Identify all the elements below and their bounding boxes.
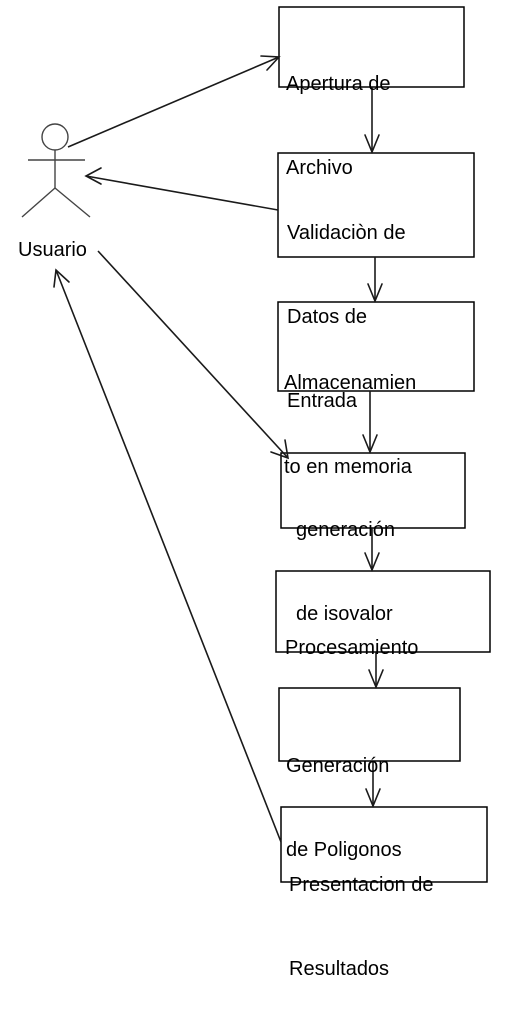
box-almacenamiento — [277, 301, 475, 392]
actor-left-leg — [21, 187, 56, 218]
box-validacion — [277, 152, 475, 258]
box-resultados — [280, 806, 488, 883]
arrow-validacion-to-almacenamiento — [367, 257, 383, 304]
box-poligonos-line-1: Generación — [286, 755, 390, 777]
box-resultados-label: Presentacion de Resultados — [289, 815, 434, 1011]
actor-label: Usuario — [18, 239, 87, 261]
box-validacion-label: Validaciòn de Datos de Entrada — [287, 163, 406, 443]
arrow-almacenamiento-to-isovalor — [362, 391, 378, 455]
box-procesamiento — [275, 570, 491, 653]
box-validacion-line-1: Validaciòn de — [287, 222, 406, 244]
arrow-apertura-to-validacion — [364, 87, 380, 155]
actor-right-leg — [54, 187, 91, 218]
arrow-isovalor-to-procesamiento — [364, 528, 380, 573]
box-almacenamiento-line-1: Almacenamien — [284, 372, 417, 394]
arrow-actor-to-isovalor — [97, 250, 290, 460]
box-almacenamiento-label: Almacenamien to en memoria — [284, 313, 416, 509]
box-validacion-line-2: Datos de — [287, 306, 368, 328]
box-resultados-line-2: Resultados — [289, 958, 390, 980]
arrow-poligonos-to-resultados — [365, 761, 381, 809]
actor-head — [41, 123, 69, 151]
arrow-validacion-to-actor — [84, 167, 279, 211]
box-isovalor-line-2: de isovalor — [296, 603, 393, 625]
use-case-diagram — [21, 6, 491, 883]
box-isovalor-line-1: generación — [296, 519, 395, 541]
arrow-actor-to-apertura — [67, 55, 281, 148]
box-apertura-label: Apertura de Archivo — [286, 14, 391, 210]
box-poligonos-line-2: de Poligonos — [286, 839, 402, 861]
actor-figure — [21, 123, 91, 218]
box-poligonos — [278, 687, 461, 762]
box-almacenamiento-line-2: to en memoria — [284, 456, 412, 478]
arrow-procesamiento-to-poligonos — [368, 652, 384, 690]
box-isovalor — [280, 452, 466, 529]
box-apertura-line-2: Archivo — [286, 157, 353, 179]
arrow-resultados-to-actor — [53, 268, 282, 843]
box-procesamiento-line-1: Procesamiento — [285, 637, 419, 659]
box-poligonos-label: Generación de Poligonos — [286, 696, 402, 892]
box-apertura — [278, 6, 465, 88]
box-isovalor-label: generación de isovalor — [296, 460, 395, 656]
box-procesamiento-label: Procesamiento — [285, 578, 418, 690]
box-resultados-line-1: Presentacion de — [289, 874, 434, 896]
box-validacion-line-3: Entrada — [287, 390, 358, 412]
box-apertura-line-1: Apertura de — [286, 73, 391, 95]
